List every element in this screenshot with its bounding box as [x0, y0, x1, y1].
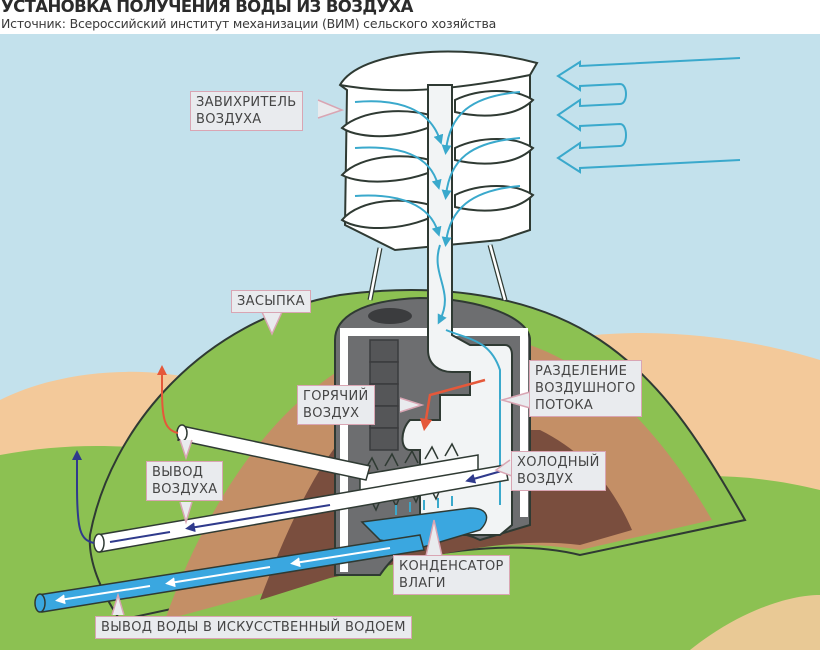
- callout-hot-air: ГОРЯЧИЙ ВОЗДУХ: [297, 385, 375, 425]
- callout-backfill: ЗАСЫПКА: [231, 290, 311, 313]
- callout-condenser: КОНДЕНСАТОР ВЛАГИ: [393, 555, 510, 595]
- callout-cold-air-line-2: ВОЗДУХ: [517, 472, 574, 487]
- callout-cold-air: ХОЛОДНЫЙ ВОЗДУХ: [511, 451, 606, 491]
- bunker-wall-right: [520, 332, 528, 517]
- callout-flow-split-line-2: ВОЗДУШНОГО: [535, 381, 636, 396]
- callout-water-outlet-line-1: ВЫВОД ВОДЫ В ИСКУССТВЕННЫЙ ВОДОЕМ: [101, 620, 406, 635]
- callout-flow-split-line-3: ПОТОКА: [535, 398, 594, 413]
- callout-flow-split: РАЗДЕЛЕНИЕ ВОЗДУШНОГО ПОТОКА: [529, 360, 642, 417]
- hot-air-flow: [419, 378, 486, 432]
- callout-air-outlet: ВЫВОД ВОЗДУХА: [146, 461, 224, 501]
- callout-water-outlet: ВЫВОД ВОДЫ В ИСКУССТВЕННЫЙ ВОДОЕМ: [95, 616, 412, 639]
- bunker-wall-left: [340, 332, 348, 572]
- callout-hot-air-line-2: ВОЗДУХ: [303, 406, 360, 421]
- cold-air-pipe-flow-2: [109, 531, 171, 543]
- callout-air-outlet-line-1: ВЫВОД: [152, 465, 204, 480]
- bunker-hatch: [368, 308, 412, 324]
- callout-flow-split-line-1: РАЗДЕЛЕНИЕ: [535, 364, 628, 379]
- callout-swirler: ЗАВИХРИТЕЛЬ ВОЗДУХА: [190, 91, 303, 131]
- diagram-title: УСТАНОВКА ПОЛУЧЕНИЯ ВОДЫ ИЗ ВОЗДУХА: [1, 0, 413, 16]
- callout-cold-air-line-1: ХОЛОДНЫЙ: [517, 455, 600, 470]
- callout-pointers: [111, 99, 531, 616]
- cold-air-exhaust-arrow: [72, 450, 95, 544]
- bunker-shelves: [369, 339, 399, 451]
- incoming-wind-arrows: [556, 57, 741, 174]
- callout-condenser-line-1: КОНДЕНСАТОР: [399, 559, 504, 574]
- callout-swirler-line-1: ЗАВИХРИТЕЛЬ: [196, 95, 297, 110]
- callout-backfill-line-1: ЗАСЫПКА: [237, 294, 305, 309]
- water-flow-arrows: [55, 547, 391, 605]
- callout-hot-air-line-1: ГОРЯЧИЙ: [303, 389, 369, 404]
- cold-air-pipe-flow: [185, 504, 331, 533]
- water-basin: [360, 507, 488, 549]
- swirler-leg-left-inner: [368, 247, 382, 301]
- callout-condenser-line-2: ВЛАГИ: [399, 576, 446, 591]
- callout-swirler-line-2: ВОЗДУХА: [196, 112, 262, 127]
- swirl-flow-lines: [354, 91, 521, 505]
- header: УСТАНОВКА ПОЛУЧЕНИЯ ВОДЫ ИЗ ВОЗДУХА Исто…: [0, 0, 820, 34]
- hot-air-outlet-opening: [176, 424, 188, 442]
- swirler-leg-right-inner: [488, 244, 507, 301]
- water-outlet-opening: [34, 593, 46, 613]
- sand-patch-bottom-right: [690, 595, 820, 650]
- callout-air-outlet-line-2: ВОЗДУХА: [152, 482, 218, 497]
- condensate-droplets: [395, 496, 453, 515]
- source-caption: Источник: Всероссийский институт механиз…: [1, 16, 497, 31]
- cold-air-outlet-opening: [93, 533, 105, 553]
- hot-air-exhaust-arrow: [157, 365, 179, 434]
